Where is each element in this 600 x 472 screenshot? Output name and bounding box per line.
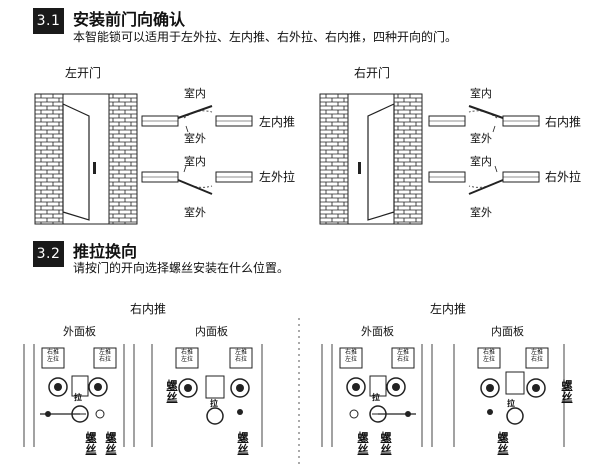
section-title: 安装前门向确认: [73, 10, 186, 29]
right-pull-direction-label: 右外拉: [545, 170, 582, 184]
knob-label-d: 左推右拉: [234, 349, 247, 363]
right-push-inner-mechanism: [151, 344, 263, 447]
section-number-badge-2: 3.2: [33, 241, 64, 267]
knob-label-e: 右推左拉: [344, 349, 357, 363]
section-description: 本智能锁可以适用于左外拉、左内推、右外拉、右内推，四种开向的门。: [73, 30, 458, 44]
screw-label-7: 螺丝: [560, 380, 574, 404]
right-push-indoor-label: 室内: [470, 87, 492, 100]
knob-label-b: 左推右拉: [98, 349, 111, 363]
screw-text: 螺丝: [357, 431, 369, 456]
left-door-label: 左开门: [65, 66, 102, 80]
right-push-inner-panel-label: 内面板: [195, 325, 228, 338]
section-divider: [298, 318, 300, 468]
right-door-illustration: [319, 93, 423, 225]
right-push-direction-label: 右内推: [545, 115, 582, 129]
left-push-title: 左内推: [430, 302, 467, 316]
right-push-outdoor-label: 室外: [470, 132, 492, 145]
left-pull-swing-diagram: [141, 165, 253, 195]
knob-label-f: 左推右拉: [396, 349, 409, 363]
screw-text: 螺丝: [105, 431, 117, 456]
pull-label-1: 拉: [74, 393, 82, 402]
screw-label-1: 螺丝: [84, 432, 98, 456]
pull-label-4: 拉: [507, 399, 515, 408]
screw-label-8: 螺丝: [496, 432, 510, 456]
left-push-outer-mechanism: [321, 344, 433, 447]
screw-text: 螺丝: [166, 379, 178, 404]
screw-label-4: 螺丝: [236, 432, 250, 456]
left-push-indoor-label: 室内: [184, 87, 206, 100]
right-pull-swing-diagram: [428, 165, 540, 195]
knob-label-c: 右推左拉: [180, 349, 193, 363]
left-push-direction-label: 左内推: [259, 115, 296, 129]
screw-text: 螺丝: [85, 431, 97, 456]
pull-label-2: 拉: [210, 399, 218, 408]
right-door-label: 右开门: [354, 66, 391, 80]
right-push-swing-diagram: [428, 105, 540, 133]
screw-text: 螺丝: [380, 431, 392, 456]
left-push-swing-diagram: [141, 105, 253, 133]
right-push-title: 右内推: [130, 302, 167, 316]
screw-label-2: 螺丝: [104, 432, 118, 456]
screw-text: 螺丝: [237, 431, 249, 456]
knob-label-h: 左推右拉: [530, 349, 543, 363]
left-pull-direction-label: 左外拉: [259, 170, 296, 184]
left-push-inner-mechanism: [453, 344, 565, 447]
right-pull-indoor-label: 室内: [470, 155, 492, 168]
left-push-outer-panel-label: 外面板: [361, 325, 394, 338]
knob-label-a: 右推左拉: [46, 349, 59, 363]
screw-text: 螺丝: [497, 431, 509, 456]
section-title-2: 推拉换向: [73, 242, 138, 261]
left-pull-indoor-label: 室内: [184, 155, 206, 168]
right-push-outer-panel-label: 外面板: [63, 325, 96, 338]
screw-label-5: 螺丝: [356, 432, 370, 456]
left-pull-outdoor-label: 室外: [184, 206, 206, 219]
section-description-2: 请按门的开向选择螺丝安装在什么位置。: [73, 261, 290, 275]
knob-label-g: 右推左拉: [482, 349, 495, 363]
left-push-outdoor-label: 室外: [184, 132, 206, 145]
left-door-illustration: [34, 93, 138, 225]
left-push-inner-panel-label: 内面板: [491, 325, 524, 338]
section-number-badge: 3.1: [33, 8, 64, 34]
right-pull-outdoor-label: 室外: [470, 206, 492, 219]
screw-label-3: 螺丝: [165, 380, 179, 404]
screw-text: 螺丝: [561, 379, 573, 404]
right-push-outer-mechanism: [23, 344, 135, 447]
screw-label-6: 螺丝: [379, 432, 393, 456]
pull-label-3: 拉: [372, 393, 380, 402]
